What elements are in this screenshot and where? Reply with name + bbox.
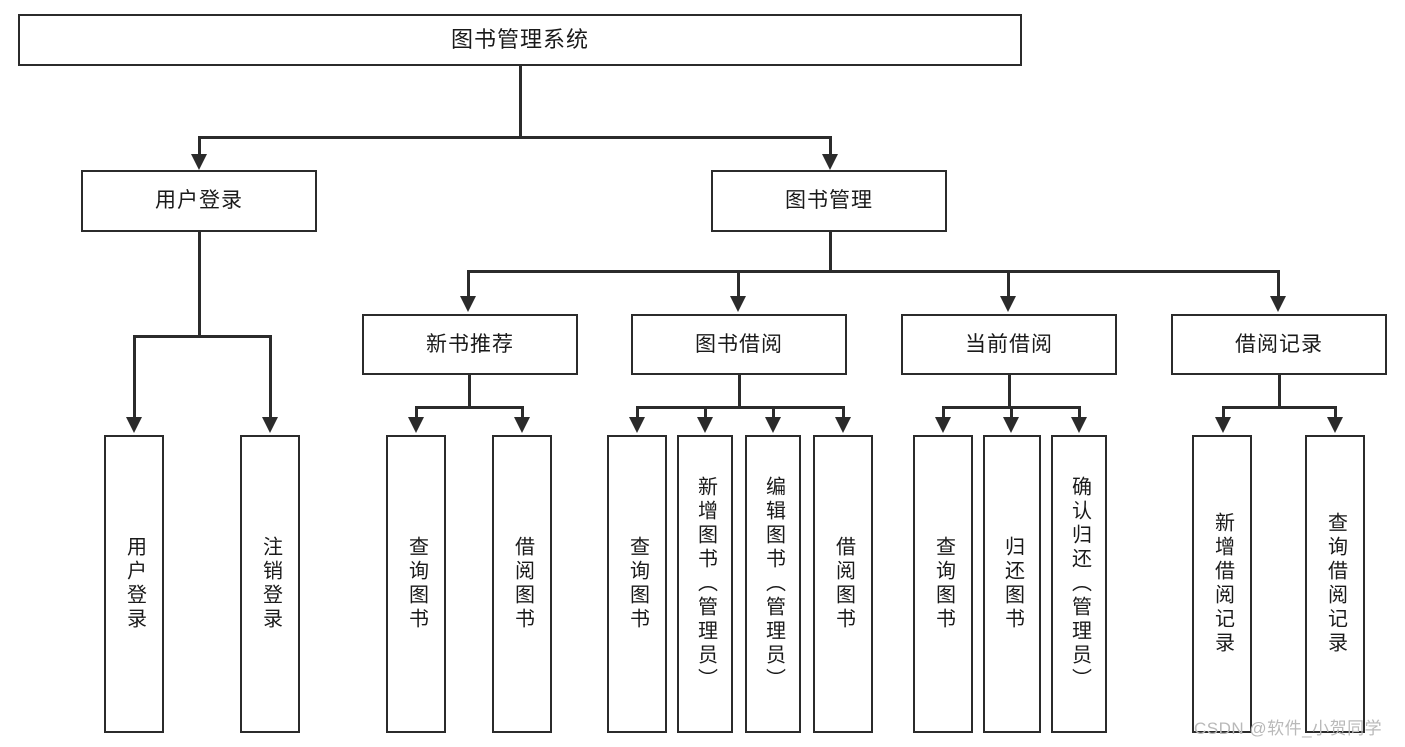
edge-book-manage-to-current <box>1007 270 1010 298</box>
edge-recommend-to-leaf1 <box>415 406 418 419</box>
edge-book-manage-to-recommend <box>467 270 470 298</box>
arrow-current-to-leaf2 <box>1003 417 1019 433</box>
edge-borrow-to-leaf4 <box>842 406 845 419</box>
node-label: 图书管理 <box>785 189 873 213</box>
edge-borrow-to-leaf2 <box>704 406 707 419</box>
arrow-borrow-to-leaf4 <box>835 417 851 433</box>
edge-book-manage-stem <box>829 232 832 272</box>
arrow-recommend-to-leaf2 <box>514 417 530 433</box>
node-book-management[interactable]: 图书管理 <box>711 170 947 232</box>
node-label: 借阅记录 <box>1235 332 1323 356</box>
node-label: 查询借阅记录 <box>1324 512 1347 656</box>
arrow-borrow-to-leaf2 <box>697 417 713 433</box>
edge-borrow-to-leaf1 <box>636 406 639 419</box>
edge-current-to-leaf1 <box>942 406 945 419</box>
node-label: 图书借阅 <box>695 332 783 356</box>
node-label: 用户登录 <box>155 189 243 213</box>
node-leaf-current-confirm-return-admin[interactable]: 确认归还（管理员） <box>1051 435 1107 733</box>
node-leaf-current-return-book[interactable]: 归还图书 <box>983 435 1041 733</box>
arrow-book-manage-to-record <box>1270 296 1286 312</box>
node-leaf-user-login[interactable]: 用户登录 <box>104 435 164 733</box>
arrow-book-manage-to-current <box>1000 296 1016 312</box>
node-label: 当前借阅 <box>965 332 1053 356</box>
edge-recommend-to-leaf2 <box>521 406 524 419</box>
node-borrow-record[interactable]: 借阅记录 <box>1171 314 1387 375</box>
node-leaf-borrow-query-book[interactable]: 查询图书 <box>607 435 667 733</box>
node-leaf-current-query-book[interactable]: 查询图书 <box>913 435 973 733</box>
edge-user-login-bus <box>133 335 271 338</box>
edge-current-stem <box>1008 375 1011 408</box>
edge-record-to-leaf2 <box>1334 406 1337 419</box>
node-label: 新增图书（管理员） <box>694 476 717 692</box>
arrow-current-to-leaf3 <box>1071 417 1087 433</box>
edge-record-to-leaf1 <box>1222 406 1225 419</box>
edge-record-stem <box>1278 375 1281 408</box>
node-user-login[interactable]: 用户登录 <box>81 170 317 232</box>
node-leaf-recommend-borrow-book[interactable]: 借阅图书 <box>492 435 552 733</box>
arrow-recommend-to-leaf1 <box>408 417 424 433</box>
arrow-borrow-to-leaf3 <box>765 417 781 433</box>
node-label: 编辑图书（管理员） <box>762 476 785 692</box>
arrow-borrow-to-leaf1 <box>629 417 645 433</box>
arrow-current-to-leaf1 <box>935 417 951 433</box>
edge-book-manage-bus <box>467 270 1279 273</box>
node-root-book-management-system[interactable]: 图书管理系统 <box>18 14 1022 66</box>
arrow-record-to-leaf2 <box>1327 417 1343 433</box>
node-leaf-logout-login[interactable]: 注销登录 <box>240 435 300 733</box>
edge-root-to-book-manage <box>829 136 832 160</box>
node-new-book-recommend[interactable]: 新书推荐 <box>362 314 578 375</box>
edge-current-to-leaf3 <box>1078 406 1081 419</box>
edge-record-bus <box>1222 406 1336 409</box>
edge-borrow-to-leaf3 <box>772 406 775 419</box>
edge-root-to-user-login <box>198 136 201 160</box>
node-label: 查询图书 <box>932 536 955 632</box>
node-label: 归还图书 <box>1001 536 1024 632</box>
node-label: 图书管理系统 <box>450 26 589 52</box>
node-book-borrow[interactable]: 图书借阅 <box>631 314 847 375</box>
arrow-user-login-to-leaf1 <box>126 417 142 433</box>
edge-recommend-bus <box>415 406 523 409</box>
node-label: 新书推荐 <box>426 332 514 356</box>
node-label: 新增借阅记录 <box>1211 512 1234 656</box>
edge-root-stem <box>519 66 522 138</box>
edge-borrow-bus <box>636 406 844 409</box>
node-label: 借阅图书 <box>832 536 855 632</box>
edge-book-manage-to-borrow <box>737 270 740 298</box>
node-leaf-borrow-borrow-book[interactable]: 借阅图书 <box>813 435 873 733</box>
node-leaf-borrow-add-book-admin[interactable]: 新增图书（管理员） <box>677 435 733 733</box>
node-leaf-recommend-query-book[interactable]: 查询图书 <box>386 435 446 733</box>
edge-recommend-stem <box>468 375 471 408</box>
edge-user-login-to-leaf1 <box>133 335 136 419</box>
node-label: 注销登录 <box>259 536 282 632</box>
node-label: 查询图书 <box>626 536 649 632</box>
node-current-borrow[interactable]: 当前借阅 <box>901 314 1117 375</box>
edge-current-to-leaf2 <box>1010 406 1013 419</box>
arrow-record-to-leaf1 <box>1215 417 1231 433</box>
arrow-user-login-to-leaf2 <box>262 417 278 433</box>
node-label: 用户登录 <box>123 536 146 632</box>
edge-user-login-to-leaf2 <box>269 335 272 419</box>
arrow-root-to-user-login <box>191 154 207 170</box>
node-leaf-borrow-edit-book-admin[interactable]: 编辑图书（管理员） <box>745 435 801 733</box>
node-leaf-record-query-borrow-record[interactable]: 查询借阅记录 <box>1305 435 1365 733</box>
arrow-root-to-book-manage <box>822 154 838 170</box>
arrow-book-manage-to-borrow <box>730 296 746 312</box>
node-leaf-record-add-borrow-record[interactable]: 新增借阅记录 <box>1192 435 1252 733</box>
arrow-book-manage-to-recommend <box>460 296 476 312</box>
node-label: 查询图书 <box>405 536 428 632</box>
edge-book-manage-to-record <box>1277 270 1280 298</box>
node-label: 确认归还（管理员） <box>1068 476 1091 692</box>
edge-borrow-stem <box>738 375 741 408</box>
node-label: 借阅图书 <box>511 536 534 632</box>
edge-user-login-stem <box>198 232 201 337</box>
edge-root-bus <box>198 136 831 139</box>
csdn-watermark: CSDN @软件_小贺同学 <box>1194 719 1383 738</box>
